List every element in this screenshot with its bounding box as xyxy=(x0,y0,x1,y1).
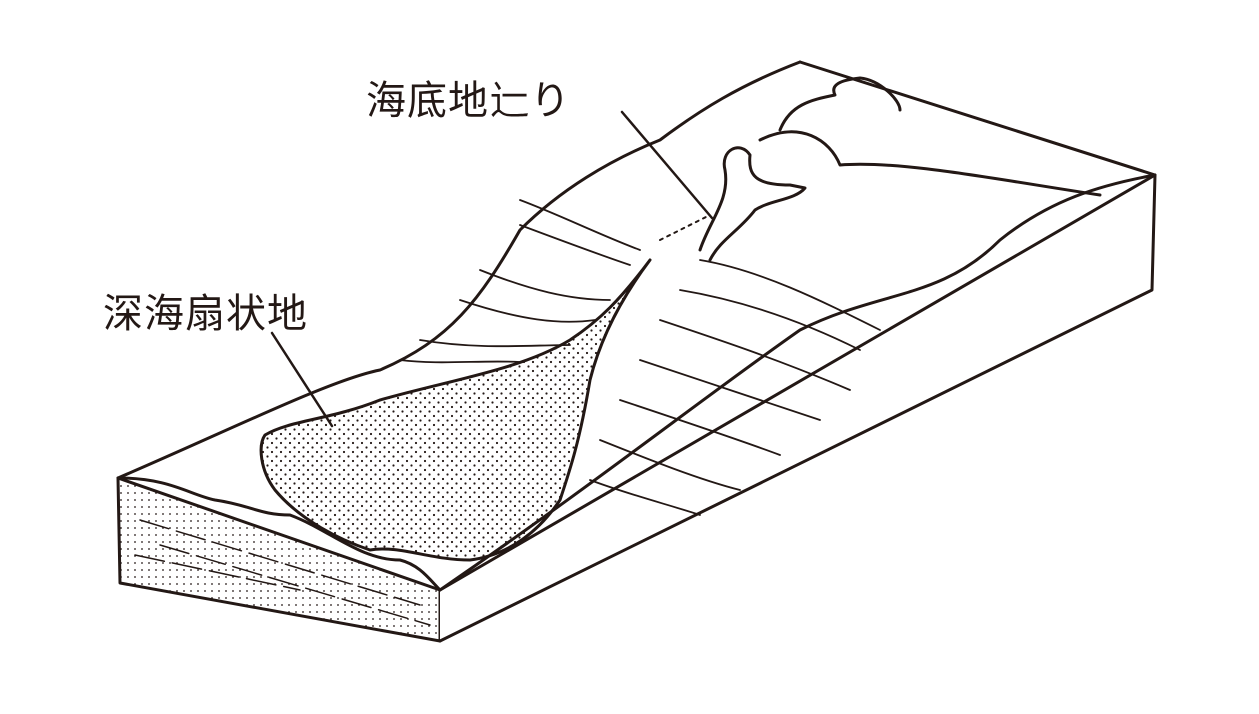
slope-left-shoulder xyxy=(116,60,802,480)
right-slope-edge xyxy=(438,173,1157,592)
label-deep-sea-fan: 深海扇状地 xyxy=(103,291,308,337)
deep-sea-fan xyxy=(259,258,652,562)
shelf-edge xyxy=(758,130,1102,197)
leader-landslide xyxy=(620,110,714,220)
canyon-head xyxy=(778,76,902,132)
slope-flow-lines xyxy=(399,199,881,516)
sediment-layers xyxy=(134,519,431,626)
landslide-scar xyxy=(698,146,807,262)
back-top-edge xyxy=(798,60,1157,177)
right-face xyxy=(438,173,1157,643)
seafloor-top-edge xyxy=(116,476,442,592)
label-submarine-landslide: 海底地辷り xyxy=(366,78,571,124)
leader-fan xyxy=(270,331,334,428)
